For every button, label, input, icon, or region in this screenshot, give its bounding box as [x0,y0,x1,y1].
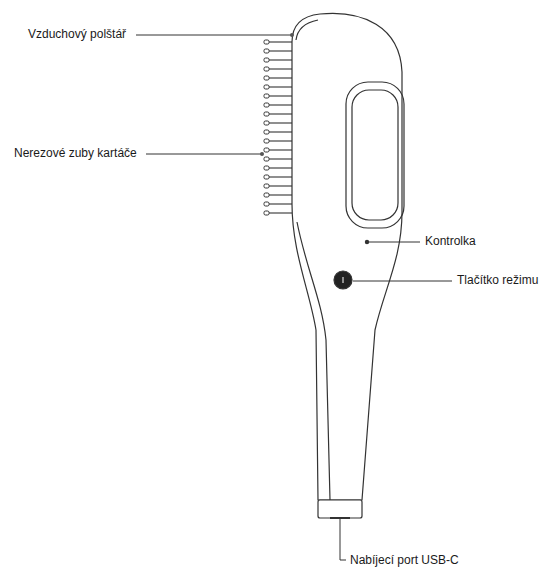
brush-body [292,13,402,500]
bristle [268,95,292,96]
part-label: Nabíjecí port USB-C [350,553,459,567]
bristle [268,158,292,159]
bristle-tip [264,67,269,71]
bristle [268,113,292,114]
bristle-tip [264,139,269,143]
leader-dot [260,152,264,156]
bristle [268,59,292,60]
bristle-rows [264,40,292,215]
bristle-tip [264,49,269,53]
usbc-port [330,517,350,519]
bristle [268,50,292,51]
head-edge [296,20,318,40]
leader-line [353,281,452,282]
bristle [268,203,292,204]
bristle [268,122,292,123]
bristle-tip [264,103,269,107]
leader-lines [136,33,452,560]
bristle [268,68,292,69]
bristle-tip [264,148,269,152]
bristle [268,131,292,132]
button-mark [343,277,344,283]
bristle-tip [264,85,269,89]
bristle [268,185,292,186]
bristle-tip [264,157,269,161]
bristle-tip [264,40,269,44]
bristle [268,104,292,105]
bristle [268,41,292,42]
body-ridge [297,222,330,500]
leader-line [136,35,292,36]
bristle-tip [264,211,269,215]
bristle-tip [264,121,269,125]
part-label: Nerezové zuby kartáče [14,146,137,160]
bristle [268,194,292,195]
bristle-tip [264,202,269,206]
bristle-tip [264,94,269,98]
bristle-tip [264,76,269,80]
bristle [268,140,292,141]
part-label: Tlačítko režimu [457,273,538,287]
bristle [268,86,292,87]
bristle-tip [264,58,269,62]
bristle-tip [264,175,269,179]
leader-line [340,519,346,560]
mode-button [334,271,352,289]
bristle-tip [264,193,269,197]
leader-dot [290,33,294,37]
bristle-tip [264,112,269,116]
indicator-light [365,240,368,243]
bristle-tip [264,184,269,188]
display-window-outer [346,82,404,228]
part-label: Vzduchový polštář [28,27,126,41]
bristle [268,212,292,213]
bristle-tip [264,166,269,170]
part-label: Kontrolka [425,234,476,248]
bristle-tip [264,130,269,134]
display-window-inner [352,90,398,220]
bristle [268,167,292,168]
leader-line [369,242,420,243]
bristle [268,77,292,78]
bottom-cap [318,500,362,518]
bristle [268,176,292,177]
leader-line [146,154,262,155]
bristle [268,149,292,150]
